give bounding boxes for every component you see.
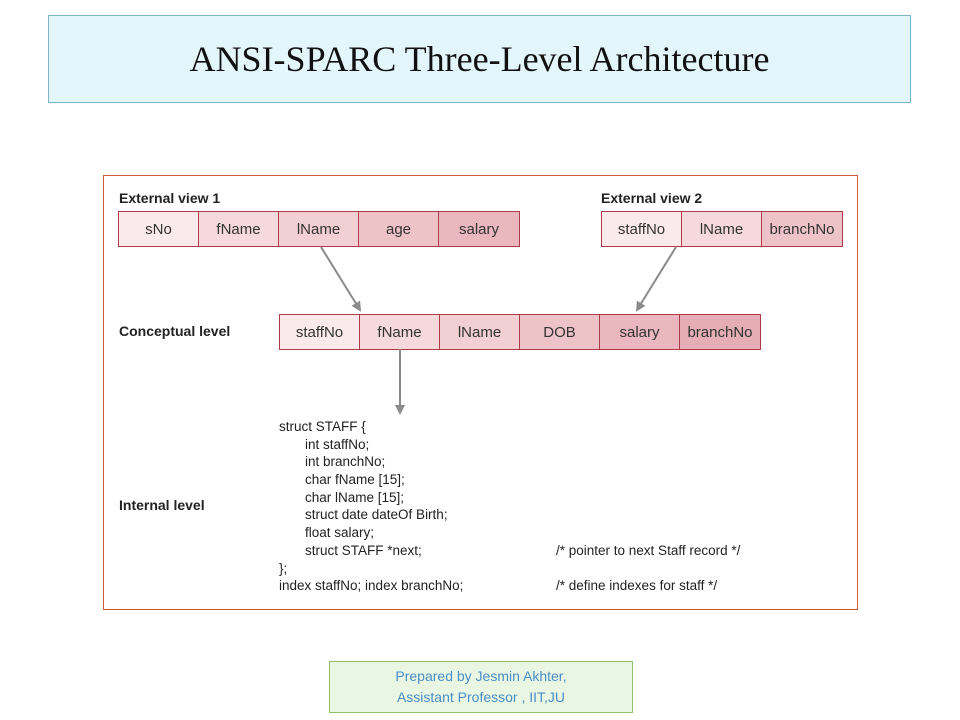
- conceptual-level-record: staffNo fName lName DOB salary branchNo: [279, 314, 761, 350]
- field-lname: lName: [279, 212, 359, 246]
- code-text: char fName [15];: [305, 472, 405, 488]
- field-fname: fName: [360, 315, 440, 349]
- field-salary: salary: [439, 212, 519, 246]
- footer-line-1: Prepared by Jesmin Akhter,: [395, 668, 567, 684]
- field-dob: DOB: [520, 315, 600, 349]
- internal-level-label: Internal level: [119, 497, 205, 513]
- slide-title: ANSI-SPARC Three-Level Architecture: [189, 39, 770, 79]
- arrow-view2-to-conceptual: [635, 246, 677, 312]
- external-view-2-record: staffNo lName branchNo: [601, 211, 843, 247]
- field-staffno: staffNo: [602, 212, 682, 246]
- code-text: int staffNo;: [305, 436, 370, 452]
- external-view-1-label: External view 1: [119, 190, 221, 206]
- code-text: index staffNo; index branchNo;: [279, 578, 464, 594]
- code-text: struct STAFF {: [279, 419, 366, 434]
- field-salary: salary: [600, 315, 680, 349]
- external-view-1-record: sNo fName lName age salary: [118, 211, 520, 247]
- code-comment: /* define indexes for staff */: [556, 578, 718, 594]
- field-branchno: branchNo: [762, 212, 842, 246]
- code-text: struct date dateOf Birth;: [305, 507, 448, 523]
- external-view-2-label: External view 2: [601, 190, 703, 206]
- field-age: age: [359, 212, 439, 246]
- footer-credit: Prepared by Jesmin Akhter, Assistant Pro…: [329, 661, 633, 713]
- field-staffno: staffNo: [280, 315, 360, 349]
- code-text: char lName [15];: [305, 489, 405, 505]
- conceptual-level-label: Conceptual level: [119, 323, 231, 339]
- field-fname: fName: [199, 212, 279, 246]
- code-text: struct STAFF *next;: [305, 542, 422, 558]
- field-branchno: branchNo: [680, 315, 760, 349]
- code-text: int branchNo;: [305, 454, 386, 470]
- code-text: float salary;: [305, 525, 375, 541]
- field-lname: lName: [440, 315, 520, 349]
- field-sno: sNo: [119, 212, 199, 246]
- code-comment: /* pointer to next Staff record */: [556, 542, 741, 558]
- code-text: };: [279, 560, 288, 576]
- title-box: ANSI-SPARC Three-Level Architecture: [48, 15, 911, 103]
- footer-line-2: Assistant Professor , IIT,JU: [396, 689, 566, 705]
- arrow-view1-to-conceptual: [320, 246, 362, 312]
- field-lname: lName: [682, 212, 762, 246]
- diagram-frame: [103, 175, 858, 610]
